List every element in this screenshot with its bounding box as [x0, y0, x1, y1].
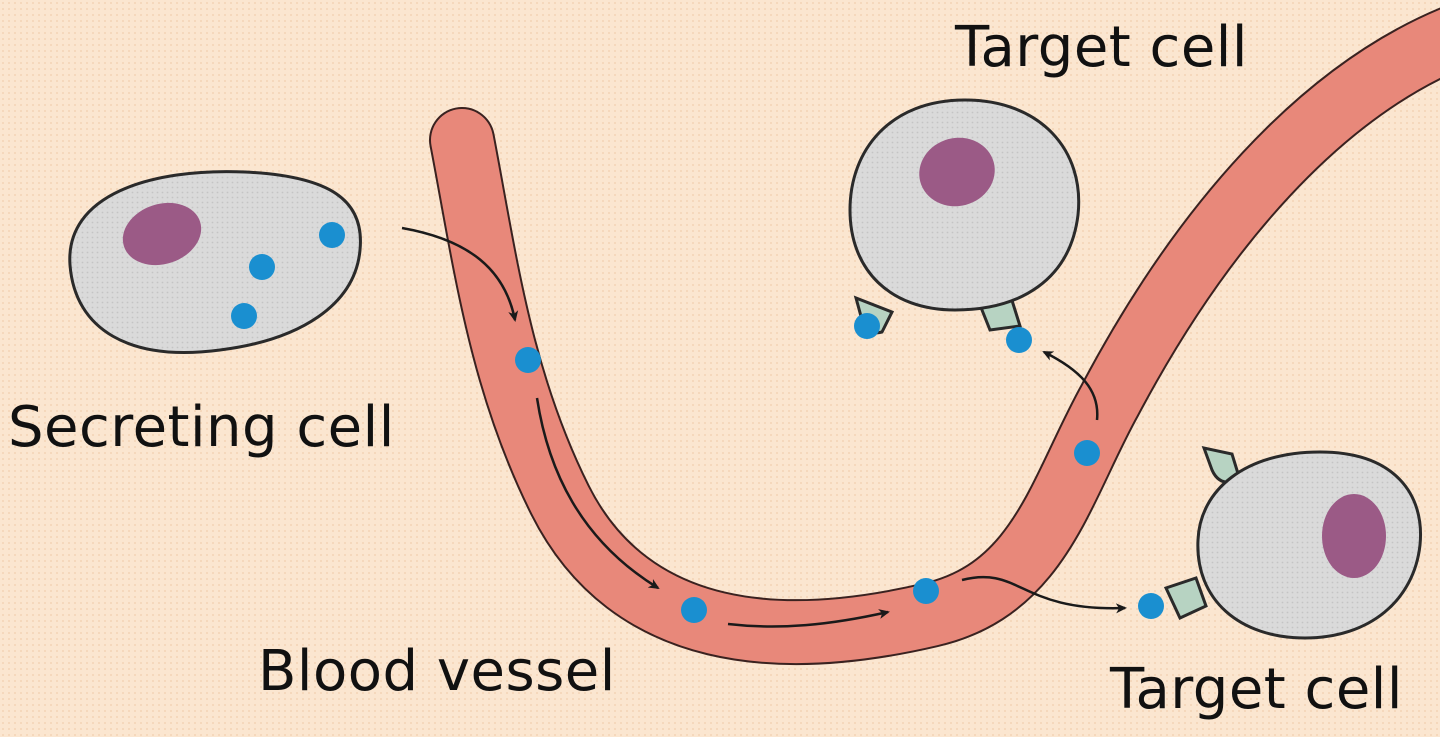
- label-target-cell-bottom: Target cell: [1110, 657, 1403, 722]
- target-cell-top-nucleus: [919, 137, 995, 207]
- label-secreting-cell: Secreting cell: [8, 395, 395, 460]
- hormone-molecule: [249, 254, 275, 280]
- delivery-arrow-top: [1042, 350, 1099, 421]
- target-cell-bottom: [1138, 445, 1423, 640]
- label-target-cell-top: Target cell: [955, 15, 1248, 80]
- hormone-molecule: [319, 222, 345, 248]
- hormone-molecule: [1006, 327, 1032, 353]
- hormone-molecule: [913, 578, 939, 604]
- secreting-cell: [68, 170, 362, 354]
- hormone-molecule: [1074, 440, 1100, 466]
- delivery-arrow-bottom: [961, 575, 1127, 614]
- release-arrow: [401, 226, 519, 322]
- hormone-molecule: [231, 303, 257, 329]
- hormone-molecule: [1138, 593, 1164, 619]
- receptor: [1163, 576, 1208, 620]
- flow-arrow: [535, 397, 660, 590]
- hormone-molecule: [681, 597, 707, 623]
- hormone-molecule: [854, 313, 880, 339]
- target-cell-bottom-nucleus: [1322, 494, 1386, 578]
- label-blood-vessel: Blood vessel: [258, 639, 616, 704]
- blood-vessel: [429, 7, 1440, 666]
- flow-arrow: [727, 609, 890, 628]
- target-cell-top: [848, 98, 1081, 353]
- hormone-molecule: [515, 347, 541, 373]
- secreting-cell-nucleus: [122, 202, 202, 266]
